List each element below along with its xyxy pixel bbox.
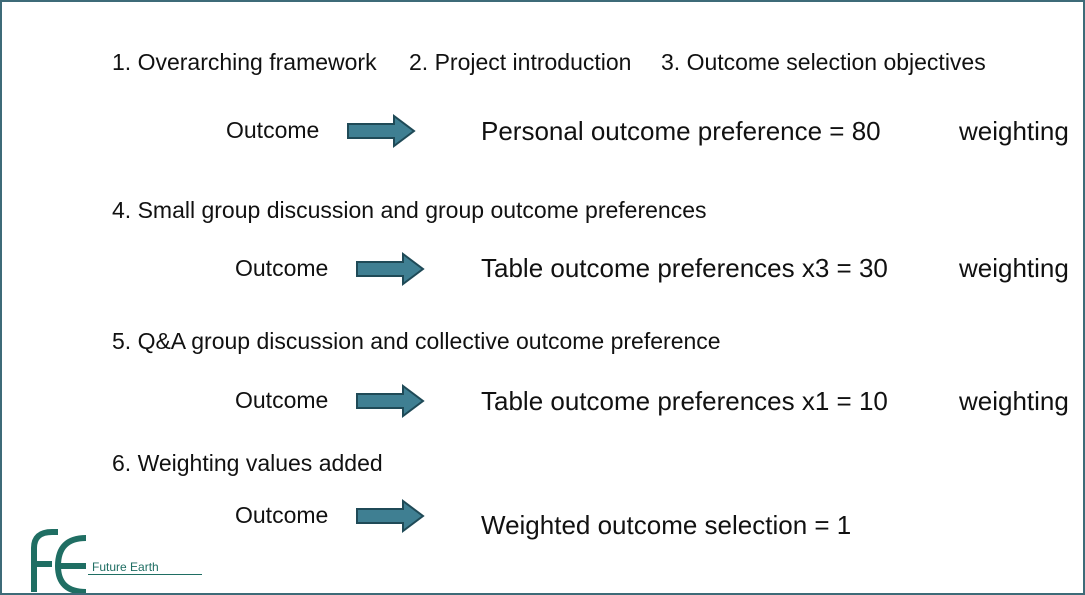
- logo-underline: [88, 574, 202, 575]
- step-small-group-discussion: 4. Small group discussion and group outc…: [112, 197, 707, 223]
- outcome-label: Outcome: [235, 255, 329, 281]
- step-weighting-values-added: 6. Weighting values added: [112, 450, 383, 476]
- right-arrow-icon: [347, 114, 416, 148]
- result-table-outcome-preferences-x3: Table outcome preferences x3 = 30: [481, 253, 888, 283]
- result-table-outcome-preferences-x1: Table outcome preferences x1 = 10: [481, 386, 888, 416]
- right-arrow-icon: [356, 384, 425, 418]
- step-qa-group-discussion: 5. Q&A group discussion and collective o…: [112, 328, 721, 354]
- future-earth-logo: Future Earth: [30, 526, 210, 593]
- outcome-label: Outcome: [226, 117, 320, 143]
- logo-wordmark: Future Earth: [92, 560, 159, 574]
- outcome-label: Outcome: [235, 502, 329, 528]
- right-arrow-icon: [356, 499, 425, 533]
- step-overarching-framework: 1. Overarching framework: [112, 49, 377, 75]
- fe-logo-icon: [31, 529, 87, 593]
- weighting-label: weighting: [959, 386, 1069, 416]
- step-outcome-selection-objectives: 3. Outcome selection objectives: [661, 49, 986, 75]
- outcome-label: Outcome: [235, 387, 329, 413]
- result-weighted-outcome-selection: Weighted outcome selection = 1: [481, 510, 852, 540]
- weighting-label: weighting: [959, 116, 1069, 146]
- step-project-introduction: 2. Project introduction: [409, 49, 632, 75]
- result-personal-outcome-preference: Personal outcome preference = 80: [481, 116, 881, 146]
- weighting-label: weighting: [959, 253, 1069, 283]
- right-arrow-icon: [356, 252, 425, 286]
